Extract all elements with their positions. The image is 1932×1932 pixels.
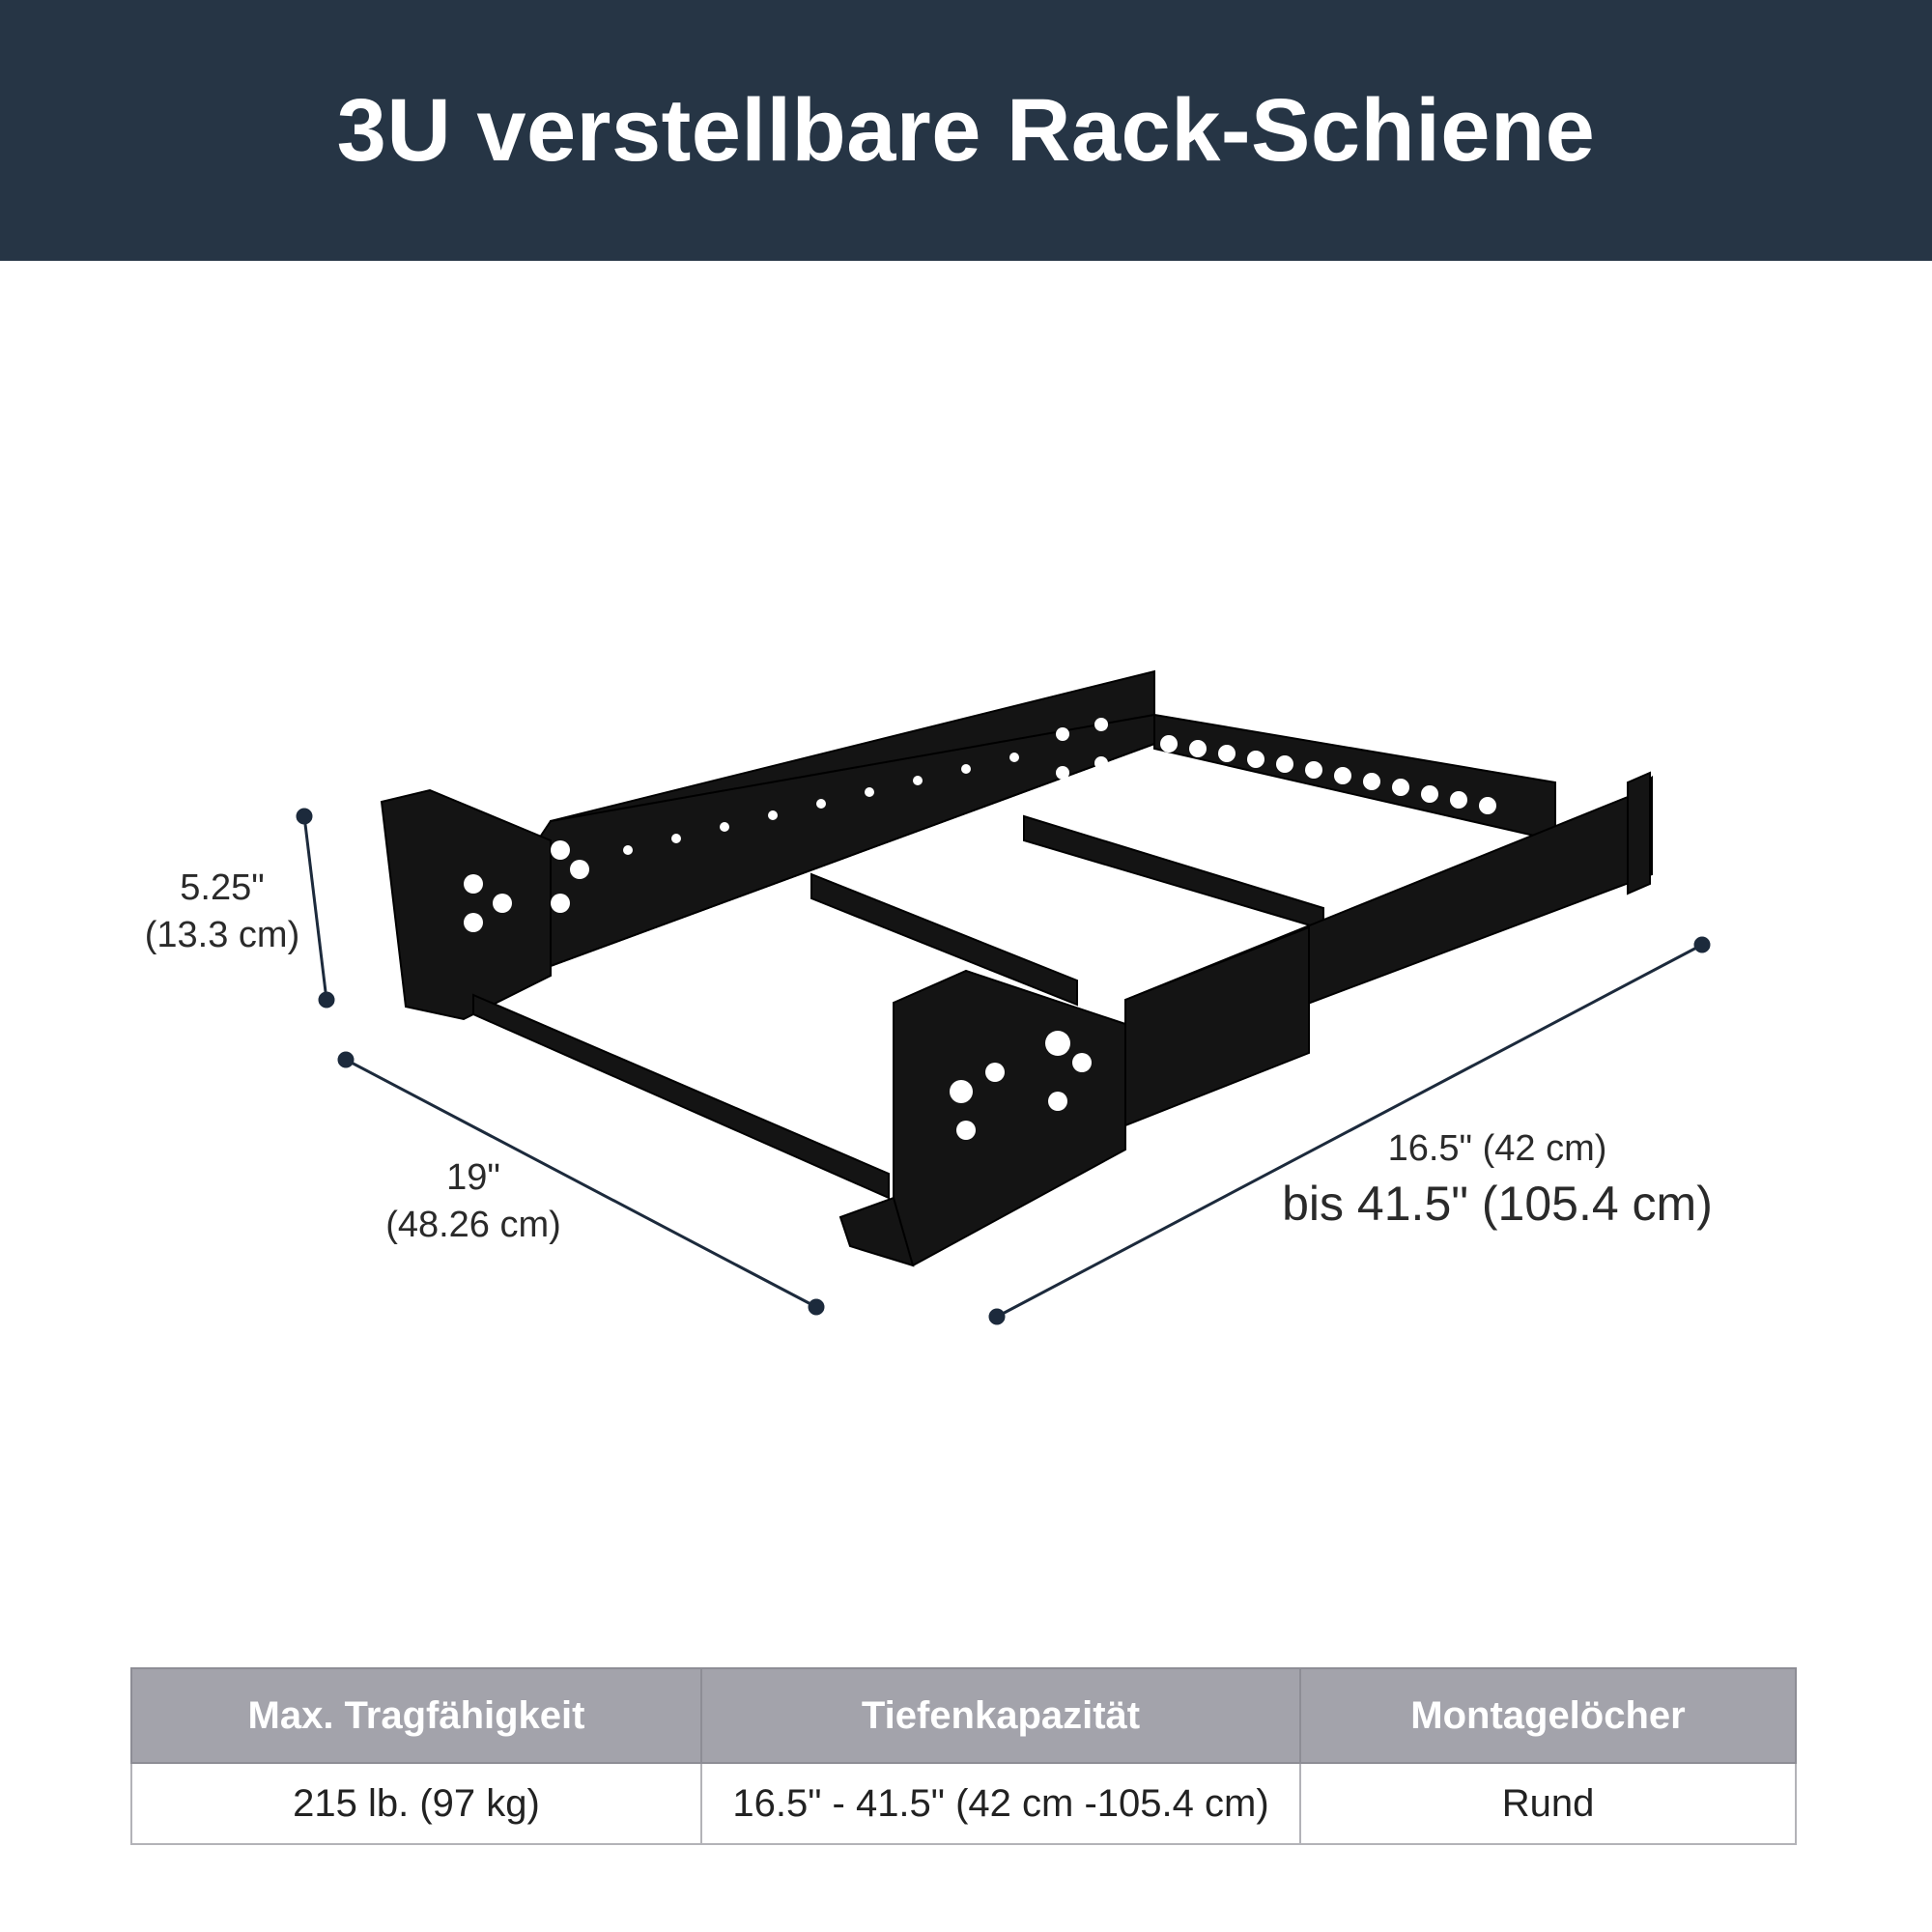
header-mounting-holes: Montagelöcher: [1299, 1667, 1797, 1764]
rack-rail-illustration: [296, 669, 1711, 1325]
depth-dimension-label: 16.5" (42 cm) bis 41.5" (105.4 cm): [1236, 1125, 1758, 1236]
rack-front-left-ear: [893, 969, 1126, 1267]
width-metric: (48.26 cm): [385, 1205, 561, 1246]
height-dimension-end: [318, 991, 335, 1009]
sliding-bracket: [1124, 925, 1310, 1127]
title-banner: 3U verstellbare Rack-Schiene: [0, 0, 1932, 261]
depth-dimension-line: [996, 943, 1703, 1319]
value-mounting-holes: Rund: [1299, 1762, 1797, 1845]
height-imperial: 5.25": [180, 867, 265, 908]
width-dimension-start: [337, 1051, 355, 1068]
specs-header-row: Max. Tragfähigkeit Tiefenkapazität Monta…: [130, 1667, 1797, 1764]
crossbar-2: [810, 872, 1078, 1007]
width-imperial: 19": [446, 1157, 500, 1198]
width-dimension-label: 19" (48.26 cm): [348, 1154, 599, 1250]
header-depth-capacity: Tiefenkapazität: [700, 1667, 1301, 1764]
width-dimension-end: [808, 1298, 825, 1316]
crossbar-1: [472, 993, 890, 1200]
width-dimension-line: [345, 1058, 817, 1309]
value-depth-capacity: 16.5" - 41.5" (42 cm -105.4 cm): [700, 1762, 1301, 1845]
depth-min: 16.5" (42 cm): [1387, 1128, 1607, 1169]
height-metric: (13.3 cm): [144, 915, 300, 956]
crossbar-3: [1023, 814, 1324, 931]
specs-table: Max. Tragfähigkeit Tiefenkapazität Monta…: [130, 1667, 1797, 1845]
page-title: 3U verstellbare Rack-Schiene: [336, 80, 1596, 180]
height-dimension-line: [302, 815, 328, 1001]
depth-max: bis 41.5" (105.4 cm): [1282, 1177, 1713, 1232]
specs-value-row: 215 lb. (97 kg) 16.5" - 41.5" (42 cm -10…: [130, 1762, 1797, 1845]
height-dimension-label: 5.25" (13.3 cm): [97, 865, 348, 960]
value-max-load: 215 lb. (97 kg): [130, 1762, 702, 1845]
rack-right-side-panel: [1153, 713, 1556, 842]
rack-right-ear: [1627, 771, 1651, 895]
header-max-load: Max. Tragfähigkeit: [130, 1667, 702, 1764]
rack-front-left-foot: [838, 1196, 915, 1267]
depth-dimension-start: [988, 1308, 1006, 1325]
depth-dimension-end: [1693, 936, 1711, 953]
rack-left-ear: [380, 788, 552, 1021]
height-dimension-start: [296, 808, 313, 825]
